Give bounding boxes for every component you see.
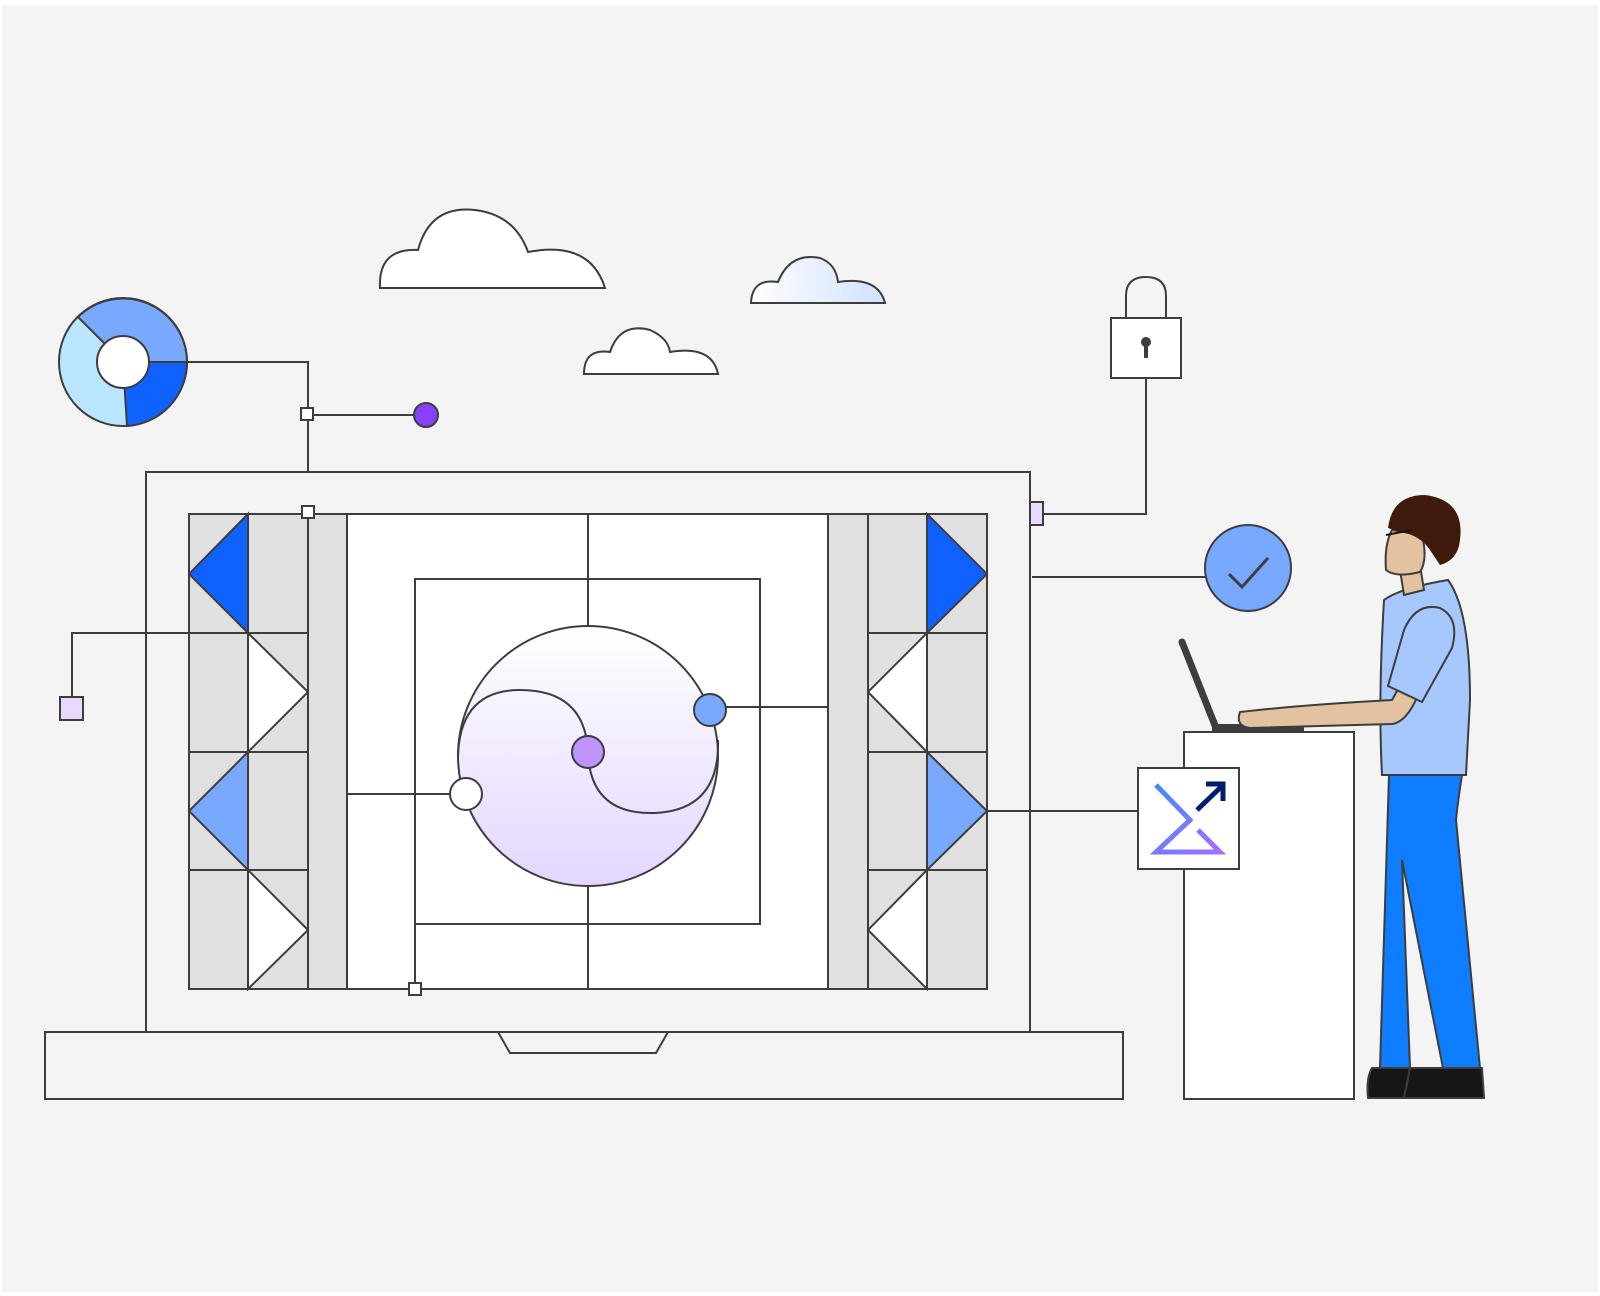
cloud-icon (378, 208, 607, 289)
status-dot (413, 402, 439, 428)
laptop-icon (44, 471, 1124, 1100)
donut-chart-icon (58, 297, 189, 428)
person-figure (1178, 495, 1486, 1099)
cloud-icon (582, 327, 720, 375)
cloud-icon (749, 256, 887, 304)
padlock-icon (1110, 275, 1182, 379)
checkmark-icon (1204, 524, 1292, 612)
app-logo-icon (1137, 767, 1240, 870)
connector-node (300, 407, 314, 421)
connector-node (59, 696, 84, 721)
